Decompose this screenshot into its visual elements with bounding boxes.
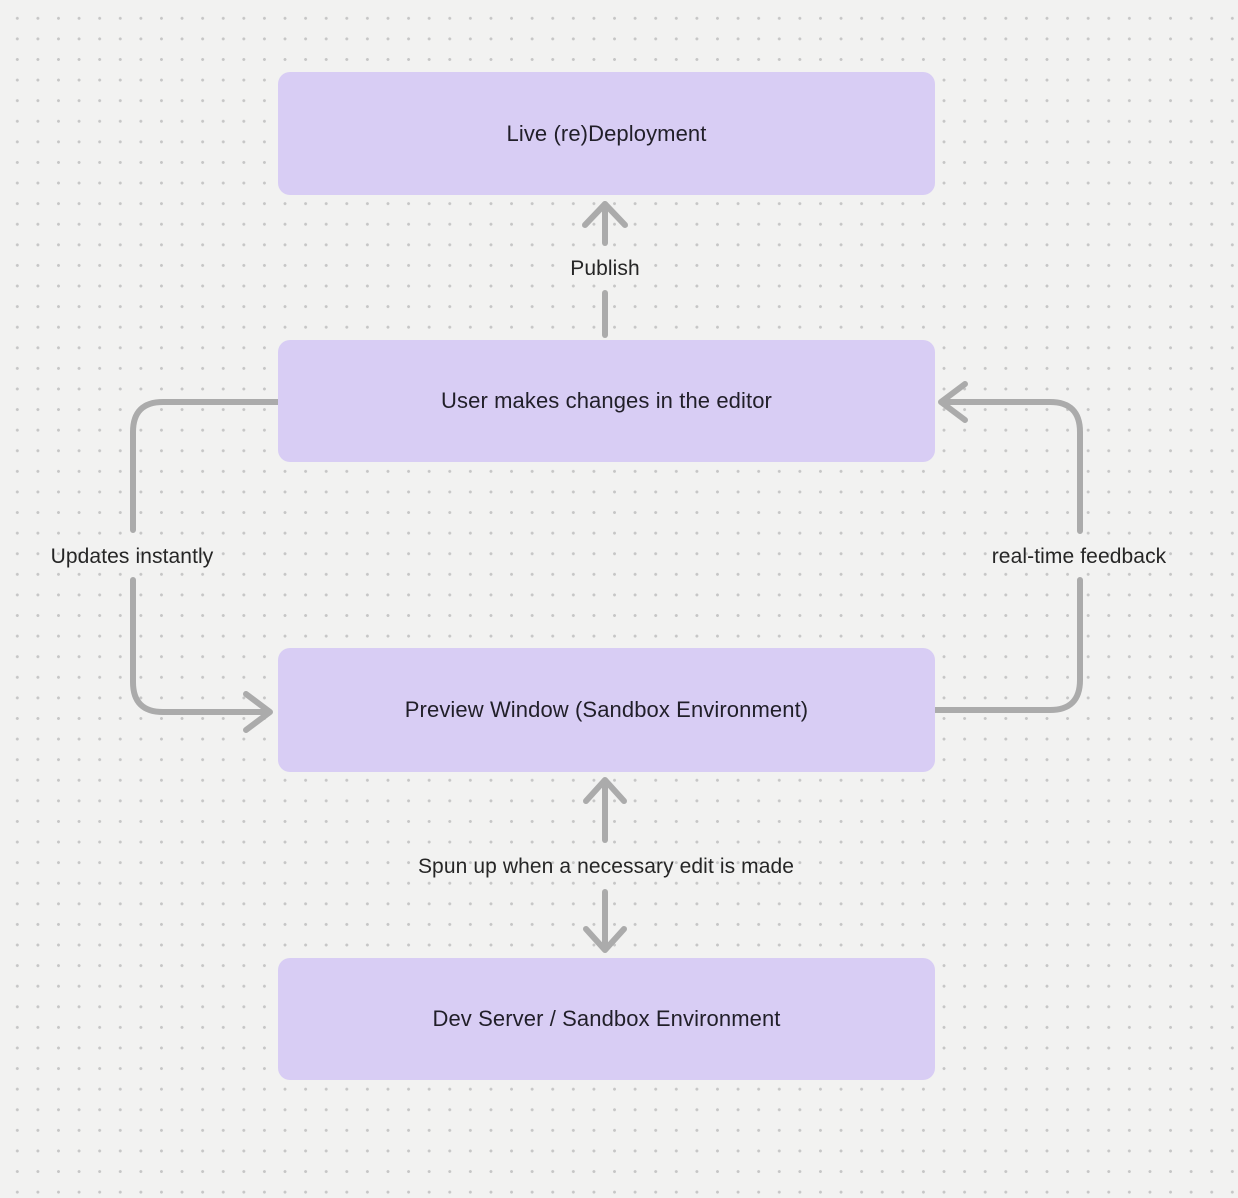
node-user-editor-label: User makes changes in the editor (441, 388, 772, 414)
node-user-editor: User makes changes in the editor (278, 340, 935, 462)
arrowhead-up-icon (583, 777, 627, 804)
arrowhead-right-icon (243, 691, 273, 733)
node-live-redeployment-label: Live (re)Deployment (506, 120, 707, 146)
edge-publish-label: Publish (570, 257, 640, 280)
arrowhead-down-icon (583, 926, 627, 953)
node-dev-server-label: Dev Server / Sandbox Environment (432, 1006, 781, 1032)
node-preview-window-label: Preview Window (Sandbox Environment) (404, 697, 809, 723)
node-preview-window: Preview Window (Sandbox Environment) (278, 648, 935, 772)
node-dev-server: Dev Server / Sandbox Environment (278, 958, 935, 1080)
arrowhead-up-icon (582, 201, 628, 228)
node-live-redeployment: Live (re)Deployment (278, 72, 935, 195)
edge-realtime-feedback-label: real-time feedback (991, 545, 1167, 568)
edge-spun-up-label: Spun up when a necessary edit is made (417, 855, 795, 878)
arrowhead-left-icon (938, 381, 968, 423)
edge-updates-instantly-label: Updates instantly (50, 545, 214, 568)
